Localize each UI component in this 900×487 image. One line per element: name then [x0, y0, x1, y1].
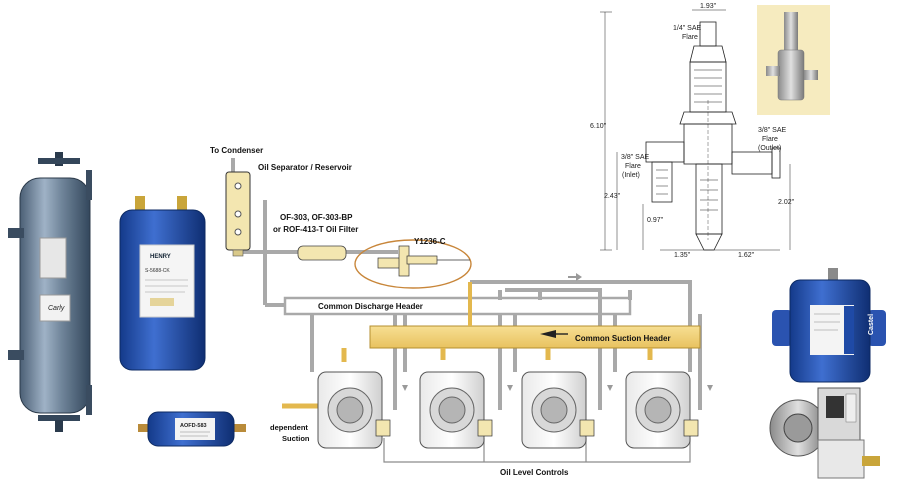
dim-inlet-1: 3/8" SAE: [621, 154, 649, 161]
suction-flow-arrow: [540, 330, 556, 338]
dim-inlet-3: (Inlet): [622, 172, 640, 179]
suction-header-label: Common Suction Header: [575, 334, 671, 343]
oil-separator-label: Oil Separator / Reservoir: [258, 163, 352, 172]
to-condenser-label: To Condenser: [210, 146, 263, 155]
electronic-oil-level-control-photo: [769, 387, 880, 479]
compressor-2: [419, 371, 493, 449]
independent-suction-label-1: dependent: [270, 423, 308, 432]
dim-outlet-1: 3/8" SAE: [758, 127, 786, 134]
oil-filter-schematic: [297, 245, 347, 261]
dim-height-inlet: 2.43": [604, 193, 621, 200]
dim-top-flare-2: Flare: [682, 34, 698, 41]
discharge-header-label: Common Discharge Header: [318, 302, 423, 311]
carly-brand-label: Carly: [48, 305, 65, 312]
regulator-technical-drawing: [600, 9, 791, 251]
regulator-model-label: Y1236-C: [414, 237, 446, 246]
henry-oil-reservoir-image: HENRY S-5688-CK: [119, 196, 206, 371]
oil-filter-label-line1: OF-303, OF-303-BP: [280, 213, 353, 222]
dim-width-top: 1.93": [700, 3, 717, 10]
regulator-photo: [757, 5, 830, 115]
dim-height-outlet: 2.02": [778, 199, 795, 206]
y1236c-regulator: [354, 239, 472, 289]
dim-height-total: 6.10": [590, 123, 607, 130]
oil-filter-label-line2: or ROF-413-T Oil Filter: [273, 225, 358, 234]
castel-oil-regulator-photo: Castel: [772, 268, 886, 383]
filter-model-label: AOFD-583: [180, 423, 207, 429]
common-suction-header: [282, 282, 701, 409]
vertical-oil-reservoir-image: Carly: [8, 152, 92, 432]
dim-outlet-2: Flare: [762, 136, 778, 143]
dim-outlet-3: (Outlet): [758, 145, 781, 152]
compressor-3: [521, 371, 595, 449]
oil-filter-image: AOFD-583: [138, 411, 246, 447]
compressor-4: [625, 371, 699, 449]
independent-suction-label-2: Suction: [282, 434, 310, 443]
henry-model-label: S-5688-CK: [145, 268, 170, 274]
oil-level-controls-label: Oil Level Controls: [500, 468, 569, 477]
henry-brand-label: HENRY: [150, 254, 171, 260]
dim-inlet-2: Flare: [625, 163, 641, 170]
compressor-1: [317, 371, 391, 449]
oil-separator: [225, 171, 251, 257]
dim-width-left: 1.35": [674, 252, 691, 259]
castel-brand-label: Castel: [868, 314, 875, 335]
dim-width-right: 1.62": [738, 252, 755, 259]
flow-arrows: [402, 273, 713, 391]
dim-top-flare-1: 1/4" SAE: [673, 25, 701, 32]
dim-height-small: 0.97": [647, 217, 664, 224]
